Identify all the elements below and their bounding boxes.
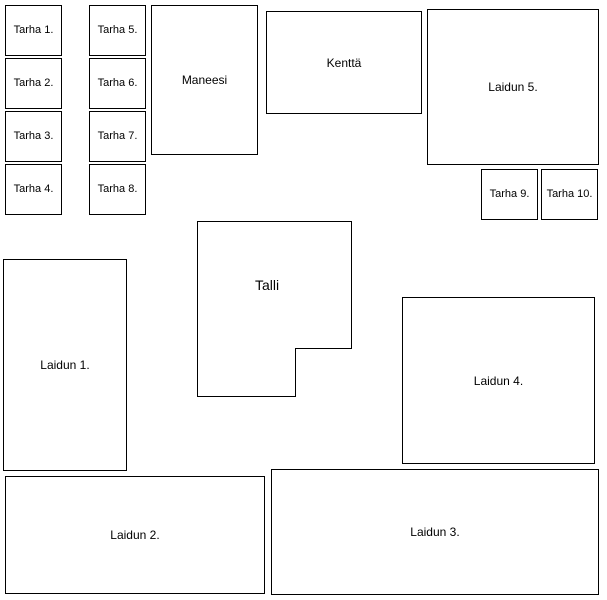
kentta-label: Kenttä (326, 55, 362, 70)
laidun-5-label: Laidun 5. (488, 80, 538, 94)
tarha-8-area: Tarha 8. (89, 164, 146, 215)
laidun-2-label: Laidun 2. (110, 528, 160, 542)
tarha-6-area: Tarha 6. (89, 58, 146, 109)
talli-label: Talli (255, 277, 279, 293)
talli-building: Talli (197, 221, 352, 397)
tarha-9-area: Tarha 9. (481, 169, 538, 220)
talli-outline (197, 221, 352, 397)
laidun-1-label: Laidun 1. (40, 358, 90, 372)
laidun-3-area: Laidun 3. (271, 469, 599, 595)
tarha-3-area: Tarha 3. (5, 111, 62, 162)
tarha-7-label: Tarha 7. (97, 130, 138, 142)
tarha-10-label: Tarha 10. (546, 188, 593, 200)
laidun-4-label: Laidun 4. (473, 373, 524, 388)
laidun-4-area: Laidun 4. (402, 297, 595, 464)
laidun-2-area: Laidun 2. (5, 476, 265, 594)
tarha-6-label: Tarha 6. (97, 77, 138, 89)
tarha-5-area: Tarha 5. (89, 5, 146, 56)
tarha-9-label: Tarha 9. (489, 188, 530, 200)
tarha-2-label: Tarha 2. (13, 77, 54, 89)
tarha-5-label: Tarha 5. (97, 24, 138, 36)
tarha-10-area: Tarha 10. (541, 169, 598, 220)
kentta-area: Kenttä (266, 11, 422, 114)
tarha-4-area: Tarha 4. (5, 164, 62, 215)
tarha-2-area: Tarha 2. (5, 58, 62, 109)
tarha-4-label: Tarha 4. (13, 183, 54, 195)
tarha-1-label: Tarha 1. (13, 24, 54, 36)
tarha-7-area: Tarha 7. (89, 111, 146, 162)
tarha-3-label: Tarha 3. (13, 130, 54, 142)
laidun-3-label: Laidun 3. (410, 525, 460, 539)
maneesi-area: Maneesi (151, 5, 258, 155)
tarha-1-area: Tarha 1. (5, 5, 62, 56)
laidun-1-area: Laidun 1. (3, 259, 127, 471)
tarha-8-label: Tarha 8. (97, 183, 138, 195)
laidun-5-area: Laidun 5. (427, 9, 599, 165)
maneesi-label: Maneesi (181, 73, 228, 87)
